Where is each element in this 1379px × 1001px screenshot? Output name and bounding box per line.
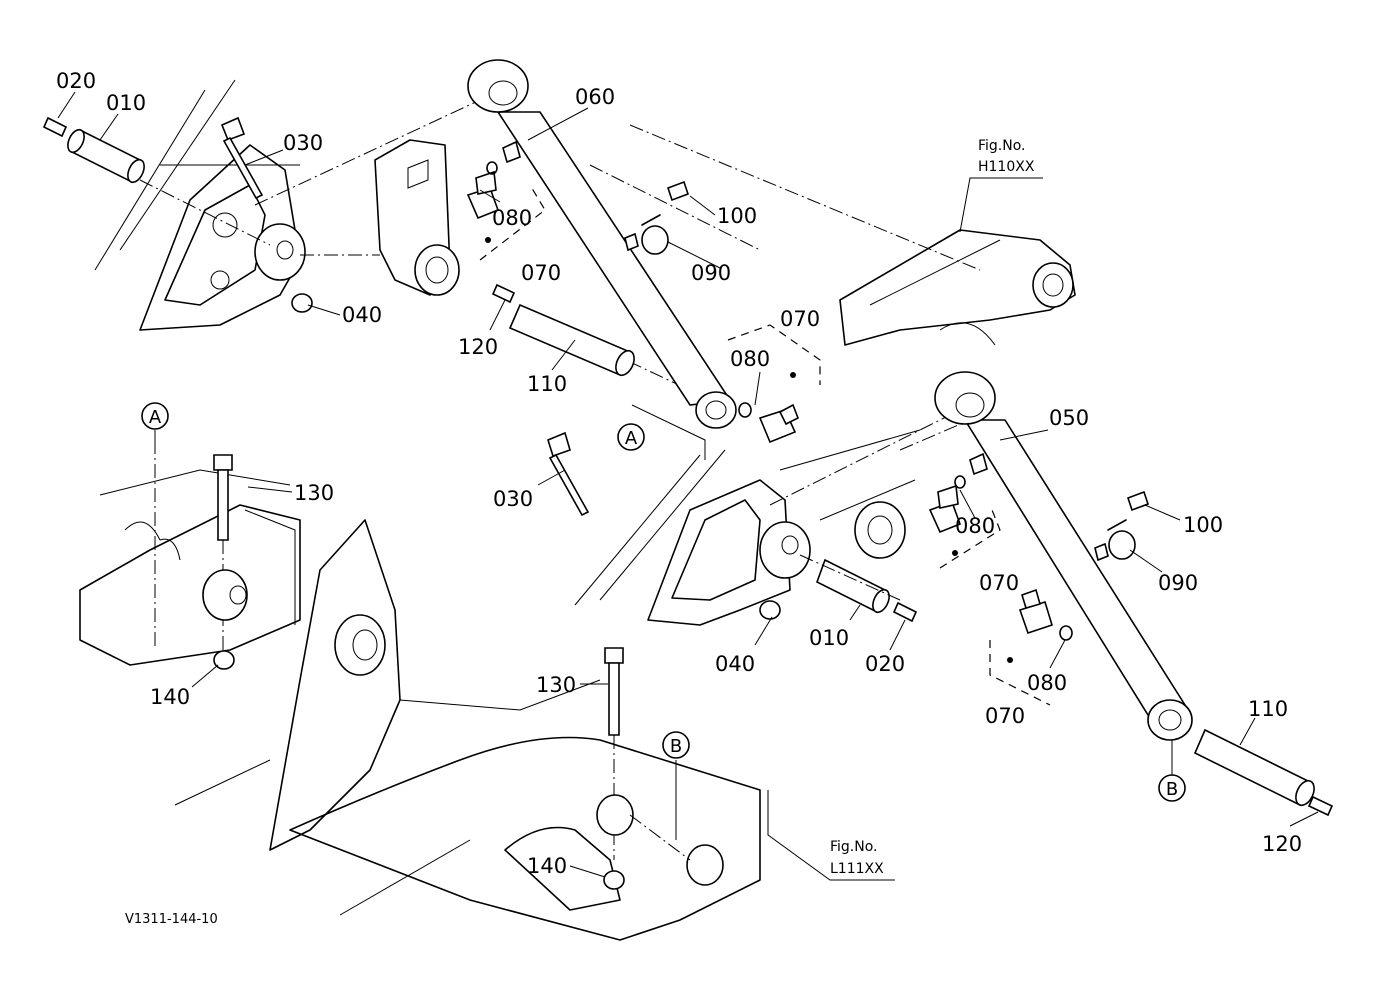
- fitting-070-upper-a: [466, 170, 546, 261]
- bushing-upper: [254, 223, 306, 281]
- callout-110-lower: 110: [1248, 697, 1288, 721]
- leader-lines: [57, 91, 1319, 878]
- fig-ref-l111-line: [767, 790, 895, 881]
- callout-130-left: 130: [294, 481, 334, 505]
- nut-140-left: [213, 650, 235, 670]
- pin-110-lower: [1193, 728, 1315, 807]
- callout-100-upper: 100: [717, 204, 757, 228]
- callout-130-center: 130: [536, 673, 576, 697]
- ref-marker-a-left-label: A: [149, 407, 162, 428]
- boom-arm-upper-right: [839, 229, 1076, 346]
- callout-020-upper: 020: [56, 69, 96, 93]
- bolt-130-center: [604, 647, 624, 860]
- callout-090-upper: 090: [691, 261, 731, 285]
- pin-010-upper: [67, 128, 145, 184]
- callout-070-mid: 070: [780, 307, 820, 331]
- callout-070-right-upper: 070: [979, 571, 1019, 595]
- fig-ref-h110-label: Fig.No.: [978, 138, 1026, 154]
- nut-040-mid: [759, 600, 781, 620]
- cylinder-060: [467, 59, 737, 429]
- fitting-070-right-lower: [989, 588, 1053, 706]
- ref-marker-b-right: B: [1158, 774, 1186, 802]
- bushing-center: [596, 794, 724, 886]
- fig-ref-h110-code: H110XX: [978, 159, 1035, 175]
- bolt-030-upper: [220, 116, 264, 200]
- cylinder-050: [934, 371, 1193, 741]
- pin-110-upper: [508, 303, 635, 377]
- grease-nipple-020-upper: [42, 116, 68, 138]
- center-plate-upper: [374, 139, 460, 296]
- fitting-070-right-upper: [928, 484, 1001, 569]
- callout-110-upper: 110: [527, 372, 567, 396]
- clamp-090-right: [1107, 519, 1136, 560]
- fig-ref-h110-line: [959, 177, 1043, 233]
- marker-a-bracket: [631, 404, 706, 460]
- callout-140-center: 140: [527, 854, 567, 878]
- nut-040-upper: [291, 293, 313, 313]
- callout-040-mid: 040: [715, 652, 755, 676]
- ref-marker-a-left: A: [141, 402, 169, 430]
- lower-left-frame: [79, 440, 301, 666]
- callout-070-right-lower: 070: [985, 704, 1025, 728]
- oring-080-right-upper: [954, 475, 966, 489]
- ref-marker-a-mid-label: A: [625, 428, 638, 449]
- callout-020-mid: 020: [865, 652, 905, 676]
- callout-070-upper-a: 070: [521, 261, 561, 285]
- mid-mount-bracket: [574, 429, 921, 626]
- callout-010-upper: 010: [106, 91, 146, 115]
- pin-010-mid: [816, 558, 890, 614]
- upper-mount-bracket: [94, 79, 301, 331]
- lower-center-frame: [174, 519, 761, 941]
- callout-090-right: 090: [1158, 571, 1198, 595]
- bushing-mid: [759, 501, 906, 579]
- callout-080-right-lower: 080: [1027, 671, 1067, 695]
- bolt-130-left: [213, 454, 233, 655]
- callout-060: 060: [575, 85, 615, 109]
- oring-080-mid: [738, 402, 752, 418]
- clamp-090-upper: [641, 214, 669, 255]
- callout-010-mid: 010: [809, 626, 849, 650]
- callout-050: 050: [1049, 406, 1089, 430]
- grease-nipple-120-upper: [491, 283, 516, 304]
- grease-nipple-020-mid: [892, 601, 918, 623]
- callout-030-upper: 030: [283, 131, 323, 155]
- bushing-left: [202, 569, 248, 621]
- fig-ref-l111-code: L111XX: [830, 861, 884, 877]
- ref-marker-a-mid: A: [617, 423, 645, 451]
- guide-lines-mid: [769, 414, 971, 601]
- bolt-100-upper: [666, 180, 690, 202]
- fig-ref-l111-label: Fig.No.: [830, 839, 878, 855]
- fitting-070-mid: [727, 324, 821, 444]
- ref-marker-b-center: B: [662, 731, 690, 759]
- callout-080-upper-a: 080: [492, 206, 532, 230]
- callout-080-right-upper: 080: [955, 514, 995, 538]
- callout-080-mid: 080: [730, 347, 770, 371]
- ref-marker-b-center-label: B: [670, 736, 682, 757]
- bolt-100-right: [1126, 490, 1150, 512]
- oring-080-right-lower: [1059, 625, 1073, 641]
- callout-040-upper: 040: [342, 303, 382, 327]
- callout-120-lower: 120: [1262, 832, 1302, 856]
- grease-nipple-120-lower: [1307, 795, 1334, 817]
- bolt-030-mid: [547, 431, 590, 517]
- ref-marker-b-right-label: B: [1166, 779, 1178, 800]
- nut-140-center: [603, 870, 625, 890]
- callout-030-mid: 030: [493, 487, 533, 511]
- callout-100-right: 100: [1183, 513, 1223, 537]
- oring-080-upper-a: [486, 161, 498, 175]
- callout-120-upper: 120: [458, 335, 498, 359]
- callout-140-left: 140: [150, 685, 190, 709]
- diagram-code: V1311-144-10: [125, 912, 218, 927]
